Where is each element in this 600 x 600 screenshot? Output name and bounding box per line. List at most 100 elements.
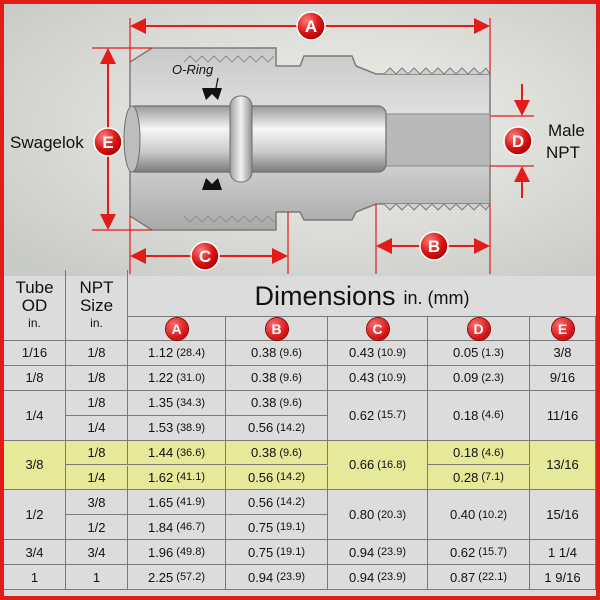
cell-tube-od: 3/8 [4, 440, 66, 491]
d-value: 0.62 [449, 544, 476, 560]
e-value: 9/16 [549, 370, 576, 386]
o-ring-top [202, 88, 222, 100]
cell-npt: 1/2 [66, 515, 128, 541]
cell-e: 15/16 [530, 490, 596, 541]
d-value: 0.09 [453, 370, 479, 386]
callout-e-letter: E [102, 133, 113, 152]
a-value: 1.53 [147, 420, 174, 436]
c-value: 0.66 [348, 457, 375, 473]
callout-d-letter: D [512, 132, 524, 151]
b-value: 0.38 [251, 445, 277, 461]
d-mm-value: (7.1) [481, 471, 504, 484]
callout-a: A [296, 11, 326, 41]
a-value: 1.12 [147, 345, 174, 361]
cell-npt: 1 [66, 565, 128, 590]
cell-c: 0.80(20.3) [328, 490, 428, 541]
cell-b: 0.56(14.2) [226, 465, 328, 491]
cell-a: 1.62(41.1) [128, 465, 226, 491]
thread-top [383, 67, 491, 75]
cell-tube-od: 1 [4, 565, 66, 590]
d-value: 0.18 [453, 445, 479, 461]
header-npt-line1: NPT [79, 278, 114, 297]
cell-d: 0.62(15.7) [428, 540, 530, 566]
ferrule [229, 95, 253, 183]
d-mm-value: (15.7) [478, 546, 508, 559]
b-value: 0.75 [247, 544, 274, 560]
cell-b: 0.38(9.6) [226, 390, 328, 416]
d-mm-value: (4.6) [481, 446, 504, 459]
cell-b: 0.75(19.1) [226, 515, 328, 541]
cell-b: 0.56(14.2) [226, 415, 328, 441]
a-value: 2.25 [147, 569, 174, 585]
header-letter-badge-e: E [551, 317, 574, 340]
cell-d: 0.18(4.6) [428, 390, 530, 441]
c-mm-value: (10.9) [377, 346, 407, 359]
cell-npt: 1/8 [66, 440, 128, 466]
c-value: 0.94 [348, 544, 375, 560]
a-value: 1.22 [147, 370, 174, 386]
cell-b: 0.56(14.2) [226, 490, 328, 516]
cell-a: 1.35(34.3) [128, 390, 226, 416]
b-mm-value: (9.6) [279, 396, 302, 409]
c-value: 0.43 [348, 345, 375, 361]
nut-thread-bottom [183, 215, 275, 223]
cell-d: 0.09(2.3) [428, 365, 530, 391]
b-value: 0.38 [251, 345, 277, 361]
callout-d: D [503, 126, 533, 156]
header-npt-unit: in. [90, 316, 103, 330]
npt-value: 3/4 [87, 544, 106, 560]
cell-b: 0.38(9.6) [226, 341, 328, 366]
cell-npt: 1/4 [66, 465, 128, 491]
cell-npt: 1/8 [66, 390, 128, 416]
callout-c-letter: C [199, 247, 211, 266]
cell-b: 0.94(23.9) [226, 565, 328, 590]
cell-npt: 1/8 [66, 365, 128, 391]
c-mm-value: (10.9) [377, 371, 407, 384]
d-value: 0.28 [453, 469, 479, 485]
cell-d: 0.18(4.6) [428, 440, 530, 466]
cell-c: 0.62(15.7) [328, 390, 428, 441]
o-ring-bottom [202, 178, 222, 190]
cell-a: 1.53(38.9) [128, 415, 226, 441]
cell-d: 0.40(10.2) [428, 490, 530, 541]
b-value: 0.56 [247, 469, 274, 485]
d-value: 0.87 [449, 569, 476, 585]
cell-npt: 3/4 [66, 540, 128, 566]
d-mm-value: (1.3) [481, 346, 504, 359]
cell-npt: 1/8 [66, 341, 128, 366]
a-mm-value: (36.6) [176, 446, 206, 459]
header-letter-a: A [128, 316, 226, 341]
cell-tube-od: 1/4 [4, 390, 66, 441]
a-mm-value: (57.2) [176, 571, 206, 584]
cell-a: 1.84(46.7) [128, 515, 226, 541]
e-value: 1 9/16 [544, 569, 581, 585]
callout-b: B [419, 231, 449, 261]
male-npt-label-line1: Male [548, 121, 585, 140]
tube-od-value: 1/2 [25, 507, 44, 523]
npt-value: 1/4 [87, 469, 106, 485]
header-dimensions-units: in. (mm) [403, 287, 470, 308]
cell-a: 2.25(57.2) [128, 565, 226, 590]
tube-od-value: 1 [30, 569, 39, 585]
c-value: 0.43 [348, 370, 375, 386]
b-mm-value: (14.2) [276, 421, 306, 434]
e-value: 3/8 [553, 345, 572, 361]
npt-value: 1 [92, 569, 101, 585]
header-letter-c: C [328, 316, 428, 341]
d-mm-value: (10.2) [478, 508, 508, 521]
c-mm-value: (20.3) [377, 508, 407, 521]
cell-e: 9/16 [530, 365, 596, 391]
fitting-chart: O-Ring A E Swagelok C [4, 4, 596, 596]
b-mm-value: (19.1) [276, 521, 306, 534]
cell-npt: 3/8 [66, 490, 128, 516]
a-value: 1.35 [147, 395, 174, 411]
cell-a: 1.44(36.6) [128, 440, 226, 466]
header-npt-line2: Size [79, 296, 114, 315]
c-value: 0.62 [348, 407, 375, 423]
a-value: 1.84 [147, 519, 174, 535]
fitting-diagram: O-Ring A E Swagelok C [4, 4, 596, 276]
d-value: 0.05 [453, 345, 479, 361]
cell-tube-od: 3/4 [4, 540, 66, 566]
